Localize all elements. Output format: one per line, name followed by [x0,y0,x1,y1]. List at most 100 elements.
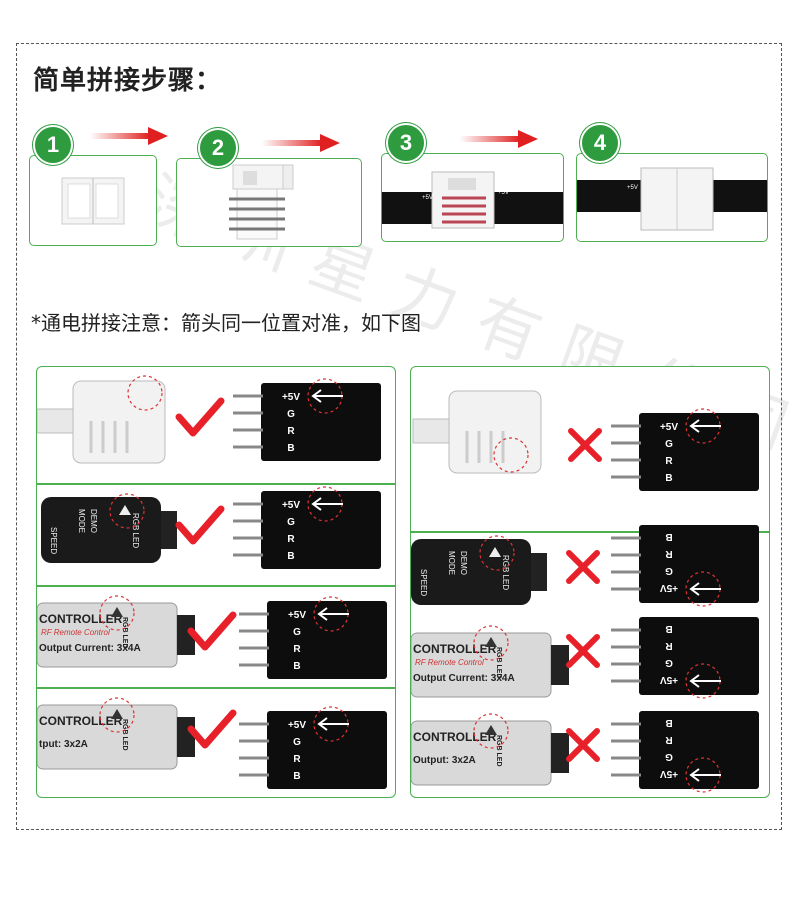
highlight-circle [99,697,135,733]
mode-label: MODE [77,509,86,533]
step-2-box [176,158,362,247]
white-plug-connector [412,390,542,474]
rgb-led-label: RGB LED [121,617,128,649]
svg-text:+5V: +5V [627,185,638,191]
joined-strip-image: +5V [577,167,767,231]
strip-pin-label: B [665,473,672,484]
led-strip-connector: BRG+5V [611,617,759,699]
cross-icon [566,550,600,584]
step-1-badge: 1 [33,125,73,165]
strip-pin-label: G [293,627,301,638]
rf-remote-label: RF Remote Control [415,658,484,667]
rf-remote-label: RF Remote Control [41,628,110,637]
strip-pin-label: +5V [660,674,678,685]
output-label: Output Current: 3x4A [39,643,141,654]
check-icon [175,505,225,545]
wiring-note: *通电拼接注意：箭头同一位置对准，如下图 [31,311,421,335]
strip-pin-label: G [287,517,295,528]
strip-pin-label: B [287,551,294,562]
step-1-box [29,155,157,246]
strip-pin-label: G [287,409,295,420]
strip-pin-label: R [665,456,673,467]
strip-in-connector-image: +5V +5V [382,171,563,229]
strip-label: +5V [498,190,509,196]
output-label: Output: 3x2A [413,755,476,766]
connector-image [61,177,125,225]
strip-pin-label: B [665,623,672,634]
strip-pin-label: B [665,717,672,728]
arrow-right-icon [262,134,340,152]
demo-label: DEMO [89,509,98,533]
page-title: 简单拼接步骤： [33,66,223,96]
strip-pin-label: +5V [288,720,306,731]
controller-label: CONTROLLER [39,714,123,728]
speed-label: SPEED [419,569,428,596]
mode-label: MODE [447,551,456,575]
strip-label: +5V [422,195,433,201]
strip-pin-label: B [293,771,300,782]
strip-pin-label: +5V [288,610,306,621]
strip-pin-label: G [665,751,673,762]
led-strip-connector: +5V GRB [233,378,381,461]
step-3-badge: 3 [386,123,426,163]
demo-label: DEMO [459,551,468,575]
controller-label: CONTROLLER [413,730,497,744]
output-label: tput: 3x2A [39,739,88,750]
connector-pins-image [229,164,294,240]
step-4-box: +5V [576,153,768,242]
highlight-circle [127,375,163,411]
check-icon [175,397,225,437]
arrow-right-icon [460,130,538,148]
strip-pin-label: G [665,439,673,450]
rf-controller: CONTROLLER Output: 3x2A RGB LED [411,720,569,786]
strip-pin-label: +5V [660,768,678,779]
strip-pin-label: B [665,531,672,542]
rgb-led-label: RGB LED [121,719,128,751]
strip-pin-label: R [287,426,295,437]
highlight-circle [493,437,529,473]
strip-pin-label: R [665,640,673,651]
step-2-badge: 2 [198,128,238,168]
strip-pin-label: R [665,548,673,559]
white-plug-connector [37,380,166,464]
controller-label: CONTROLLER [39,612,123,626]
divider [37,483,395,485]
led-strip-connector: BRG +5V [611,711,759,793]
highlight-circle [479,535,515,571]
led-strip-connector: +5V GRB [233,486,381,569]
strip-pin-label: R [293,644,301,655]
cross-icon [566,728,600,762]
divider [37,687,395,689]
step-3-box: +5V +5V [381,153,564,242]
strip-pin-label: +5V [282,500,300,511]
output-label: Output Current: 3x4A [413,673,515,684]
led-strip-connector: +5V GRB [239,706,387,789]
rgb-led-label: RGB LED [495,735,502,767]
strip-pin-label: G [665,565,673,576]
led-strip-connector: BRG+5V [611,525,759,607]
check-icon [187,709,237,749]
check-icon [187,611,237,651]
step-4-badge: 4 [580,123,620,163]
strip-pin-label: R [287,534,295,545]
speed-label: SPEED [49,527,58,554]
strip-pin-label: B [287,443,294,454]
divider [37,585,395,587]
arrow-right-icon [90,127,168,145]
strip-pin-label: G [293,737,301,748]
controller-label: CONTROLLER [413,642,497,656]
strip-pin-label: R [665,734,673,745]
strip-pin-label: R [293,754,301,765]
strip-pin-label: +5V [282,392,300,403]
cross-icon [568,428,602,462]
rgb-led-label: RGB LED [131,513,140,548]
highlight-circle [473,713,509,749]
highlight-circle [473,625,509,661]
